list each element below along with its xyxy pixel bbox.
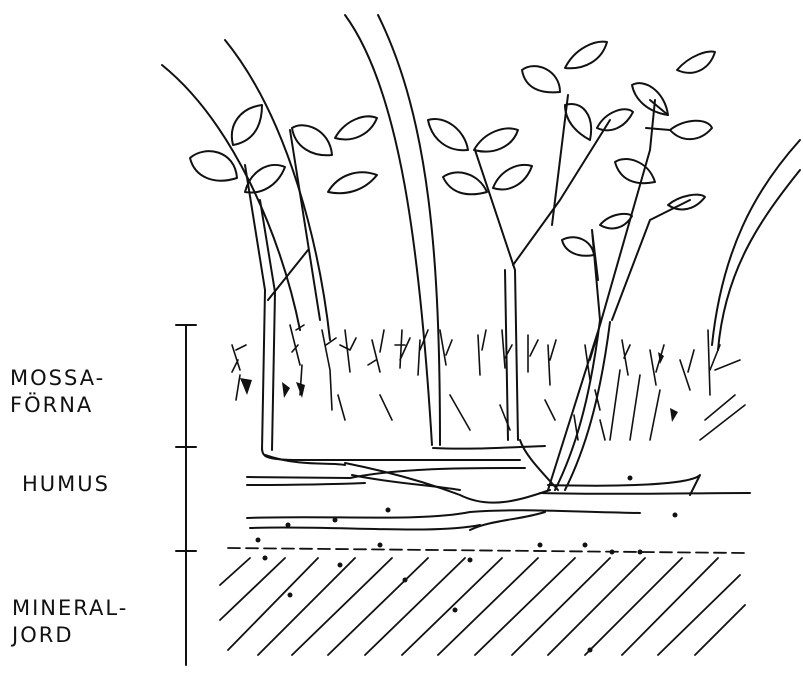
layer-label-humus-line-1: HUMUS <box>22 474 110 495</box>
layer-scale-bar <box>176 325 196 665</box>
roots <box>247 320 750 530</box>
layer-label-mineral-line-2: JORD <box>12 625 128 646</box>
moss-tufts <box>232 325 745 440</box>
layer-label-mineral-line-1: MINERAL- <box>12 598 128 619</box>
layer-label-mineral: MINERAL- JORD <box>12 598 128 646</box>
shrub-stems <box>245 95 690 490</box>
mineral-hatching <box>220 548 745 655</box>
layer-label-moss-line-2: FÖRNA <box>10 395 105 416</box>
layer-label-moss-line-1: MOSSA- <box>10 368 105 389</box>
tall-stems <box>162 15 800 445</box>
layer-label-moss: MOSSA- FÖRNA <box>10 368 105 416</box>
layer-label-humus: HUMUS <box>22 474 110 495</box>
